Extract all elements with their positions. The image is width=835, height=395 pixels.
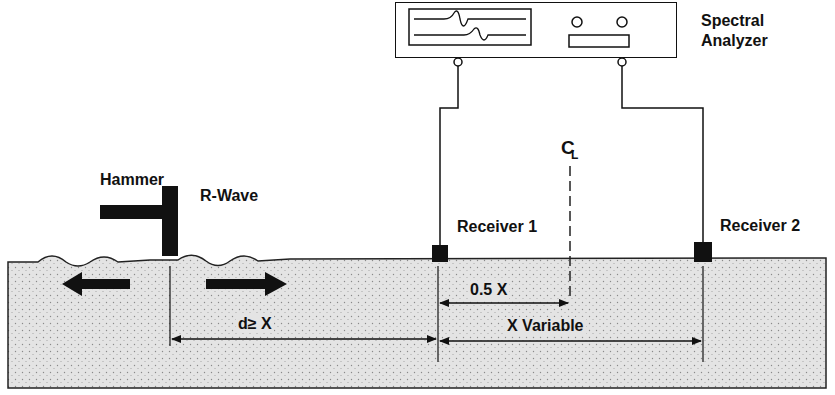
- receiver-sensor: Receiver 1: [432, 245, 448, 262]
- input-jack: [618, 58, 626, 66]
- dimension-label: X Variable: [505, 317, 586, 335]
- analyzer-panel: [396, 3, 675, 56]
- signal-cable: [440, 58, 458, 245]
- input-jack: [454, 58, 462, 66]
- hammer-head: [162, 186, 178, 256]
- dim-x: [440, 340, 701, 342]
- receiver-sensor: Receiver 2: [694, 242, 712, 262]
- spectral-analyzer: Spectral Analyzer: [395, 2, 677, 58]
- device-label: Spectral Analyzer: [701, 11, 797, 51]
- source-line: [169, 266, 170, 346]
- dimension-label: 0.5 X: [468, 281, 509, 299]
- ground-body: [8, 255, 826, 388]
- dim-d: [172, 338, 436, 340]
- wave-arrow-left: [62, 272, 130, 296]
- dimension-label: d≥ X: [236, 315, 274, 333]
- receiver1-line: [437, 266, 438, 362]
- dim-half-x: [440, 302, 568, 304]
- receiver-label: Receiver 2: [720, 217, 800, 235]
- center-line: [569, 166, 571, 300]
- wave-arrow-right: [206, 272, 287, 296]
- centerline-symbol: L: [571, 149, 578, 163]
- signal-cable: [622, 58, 703, 242]
- hammer-handle: [100, 205, 166, 219]
- tool-label: Hammer: [100, 171, 164, 189]
- receiver-label: Receiver 1: [457, 218, 537, 236]
- wave-label: R-Wave: [200, 187, 258, 205]
- receiver2-line: [702, 266, 703, 362]
